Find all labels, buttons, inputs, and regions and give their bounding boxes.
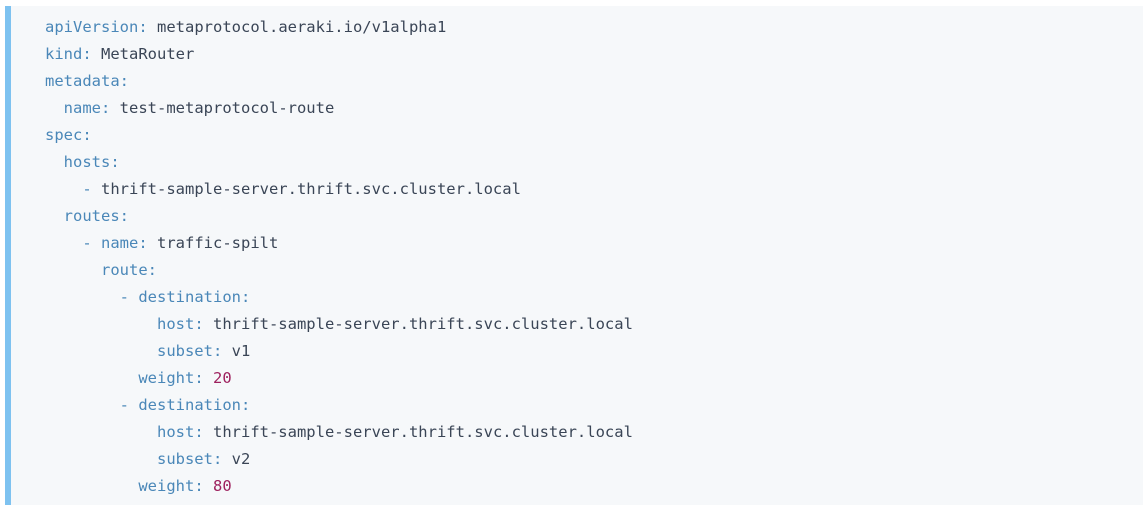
colon: : [212,342,223,360]
indent [45,234,82,252]
yaml-key: routes [63,207,120,225]
yaml-value: v1 [222,342,251,360]
colon: : [194,477,204,495]
colon: : [138,18,148,36]
indent [45,180,82,198]
code-line: - thrift-sample-server.thrift.svc.cluste… [45,176,1143,203]
yaml-value: thrift-sample-server.thrift.svc.cluster.… [101,180,521,198]
yaml-key: metadata [45,72,120,90]
colon: : [110,153,120,171]
colon: : [212,450,223,468]
sequence-dash: - [82,234,101,252]
yaml-key: name [101,234,139,252]
yaml-value: thrift-sample-server.thrift.svc.cluster.… [203,315,633,333]
yaml-value: test-metaprotocol-route [110,99,335,117]
yaml-code-block: apiVersion: metaprotocol.aeraki.io/v1alp… [5,6,1143,505]
colon: : [101,99,111,117]
indent [45,207,64,225]
code-line: hosts: [45,149,1143,176]
sequence-dash: - [82,180,101,198]
yaml-key: weight [138,369,195,387]
indent [45,315,157,333]
yaml-value: v2 [222,450,251,468]
indent [45,99,64,117]
indent [45,450,157,468]
code-line: apiVersion: metaprotocol.aeraki.io/v1alp… [45,14,1143,41]
code-line: - destination: [45,392,1143,419]
colon: : [240,288,251,306]
code-line: weight: 20 [45,365,1143,392]
yaml-key: destination [138,396,241,414]
code-line: weight: 80 [45,473,1143,500]
yaml-key: route [101,261,148,279]
indent [45,342,157,360]
colon: : [194,369,204,387]
code-line: spec: [45,122,1143,149]
yaml-key: apiVersion [45,18,139,36]
code-line: metadata: [45,68,1143,95]
yaml-key: kind [45,45,83,63]
yaml-key: spec [45,126,83,144]
code-line: subset: v1 [45,338,1143,365]
colon: : [147,261,158,279]
yaml-key: hosts [63,153,111,171]
indent [45,288,120,306]
yaml-key: subset [156,342,213,360]
indent [45,261,101,279]
code-line: - name: traffic-spilt [45,230,1143,257]
sequence-dash: - [119,288,139,306]
colon: : [240,396,251,414]
code-line: host: thrift-sample-server.thrift.svc.cl… [45,311,1143,338]
code-line: route: [45,257,1143,284]
yaml-value: traffic-spilt [147,234,279,252]
colon: : [119,207,130,225]
colon: : [82,45,92,63]
code-line: name: test-metaprotocol-route [45,95,1143,122]
colon: : [119,72,129,90]
yaml-key: host [156,423,195,441]
indent [45,396,120,414]
yaml-number-value: 80 [203,477,232,495]
indent [45,477,138,495]
code-line: kind: MetaRouter [45,41,1143,68]
indent [45,369,138,387]
yaml-key: destination [138,288,241,306]
code-line: subset: v2 [45,446,1143,473]
colon: : [194,423,204,441]
indent [45,423,157,441]
yaml-key: name [63,99,101,117]
yaml-key: weight [138,477,195,495]
code-line: routes: [45,203,1143,230]
yaml-value: metaprotocol.aeraki.io/v1alpha1 [147,18,447,36]
colon: : [194,315,204,333]
colon: : [138,234,148,252]
colon: : [82,126,92,144]
yaml-value: thrift-sample-server.thrift.svc.cluster.… [203,423,633,441]
sequence-dash: - [119,396,139,414]
yaml-key: host [156,315,195,333]
yaml-key: subset [156,450,213,468]
yaml-number-value: 20 [203,369,232,387]
code-line: - destination: [45,284,1143,311]
code-lines-container[interactable]: apiVersion: metaprotocol.aeraki.io/v1alp… [31,14,1143,500]
code-line: host: thrift-sample-server.thrift.svc.cl… [45,419,1143,446]
yaml-value: MetaRouter [91,45,195,63]
indent [45,153,64,171]
